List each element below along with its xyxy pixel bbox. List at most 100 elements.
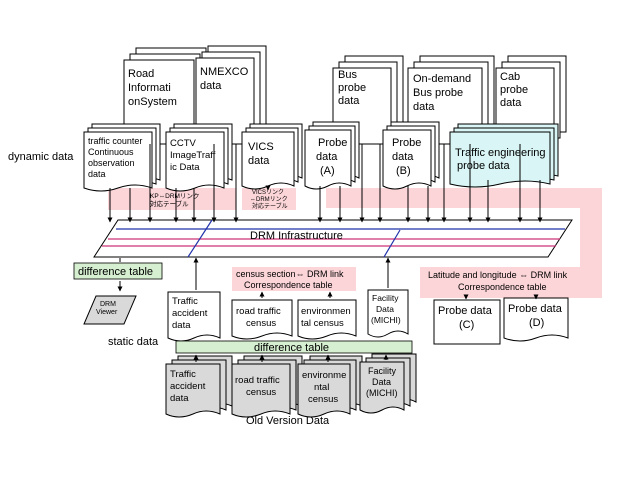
drm-viewer-line-1: DRM (100, 301, 116, 308)
svg-text:Probe data(D): Probe data(D) (508, 303, 563, 329)
traffic-counter-line-3: observation (88, 158, 135, 168)
probe-d-line-1: Probe data (508, 303, 563, 315)
ondemand-line-3: data (413, 101, 435, 113)
nmexco-line-1: NMEXCO (200, 66, 249, 78)
bus-probe-line-1: Bus (338, 69, 357, 81)
kp-table-line-1: KP⇔DRMリンク (150, 192, 199, 200)
static-accident-line-1: Traffic (172, 296, 198, 307)
traffic-counter-line-4: data (88, 169, 106, 179)
diff-table-bottom-label: difference table (254, 342, 329, 354)
latlon-corr-line-1: Latitude and longitude ⇔ DRM link (428, 270, 568, 280)
census-corr-line-2: Correspondence table (244, 280, 333, 290)
old-env-census-line-1: environme (302, 370, 346, 381)
cctv-line-2: ImageTraff (170, 150, 216, 161)
old-env-census-line-2: ntal (314, 382, 329, 393)
static-facility-line-2: Data (376, 304, 394, 314)
probe-a-line-2: data (316, 151, 338, 163)
static-road-census-line-2: census (246, 318, 276, 329)
vics-table-line-3: 対応テーブル (252, 202, 288, 210)
traffic-eng-line-1: Traffic engineering (455, 147, 546, 159)
static-data-label: static data (108, 336, 159, 348)
old-accident-line-2: accident (170, 381, 206, 392)
old-facility-line-1: Facility (368, 366, 397, 376)
vics-table-line-2: ⇔DRMリンク (250, 196, 288, 203)
probe-b-line-1: Probe (392, 137, 421, 149)
vics-table-line-1: VICSリンク (252, 189, 284, 196)
probe-c-line-2: (C) (459, 319, 474, 331)
nmexco-line-2: data (200, 80, 222, 92)
drm-infrastructure-label: DRM Infrastructure (250, 230, 343, 242)
latlon-corr-line-2: Correspondence table (458, 282, 547, 292)
cab-probe-line-2: probe (500, 84, 528, 96)
diff-table-bottom-box (175, 340, 413, 354)
drm-infrastructure: DRM Infrastructure (93, 219, 573, 258)
old-facility-line-2: Data (372, 377, 391, 387)
static-facility-line-1: Facility (372, 293, 399, 303)
old-env-census-line-3: census (308, 394, 338, 405)
latlon-corr-band (420, 267, 602, 298)
cctv-line-3: ic Data (170, 162, 200, 173)
road-info-line-1: Road (128, 68, 154, 80)
traffic-eng-line-2: probe data (457, 160, 510, 172)
probe-b-line-3: (B) (396, 165, 411, 177)
bus-probe-line-2: probe (338, 82, 366, 94)
vics-band (242, 188, 296, 210)
svg-text:Probe data(C): Probe data(C) (438, 305, 493, 331)
static-accident-line-2: accident (172, 308, 208, 319)
road-info-line-2: Informati (128, 82, 171, 94)
old-road-census-line-1: road traffic (235, 375, 280, 386)
dynamic-arrows (107, 144, 543, 223)
old-accident-line-3: data (170, 393, 189, 404)
kp-band (108, 188, 236, 210)
doc-probe-b-stack: Probe data (B) (382, 121, 440, 190)
old-version-label: Old Version Data (246, 415, 330, 427)
static-env-census-line-2: tal census (301, 318, 344, 329)
traffic-counter-line-2: Continuous (88, 147, 134, 157)
svg-text:Latitude and longitude ⇔ DRM l: Latitude and longitude ⇔ DRM linkCorresp… (428, 270, 568, 292)
vics-line-1: VICS (248, 141, 274, 153)
road-info-line-3: onSystem (128, 96, 177, 108)
static-env-census-line-1: environmen (301, 306, 351, 317)
right-band-top (326, 188, 602, 208)
static-facility-line-3: (MICHI) (371, 315, 401, 325)
old-facility-line-3: (MICHI) (366, 388, 398, 398)
kp-table-line-2: 対応テーブル (150, 199, 189, 208)
old-road-census-line-2: census (246, 387, 276, 398)
svg-text:KP⇔DRMリンク対応テーブル: KP⇔DRMリンク対応テーブル (150, 192, 199, 208)
svg-text:VICSリンク⇔DRMリンク対応テーブル: VICSリンク⇔DRMリンク対応テーブル (250, 189, 288, 210)
static-road-census-line-1: road traffic (236, 306, 281, 317)
cab-probe-line-1: Cab (500, 71, 520, 83)
probe-b-line-2: data (392, 151, 414, 163)
pink-bands (108, 188, 602, 298)
bus-probe-line-3: data (338, 95, 360, 107)
probe-a-line-1: Probe (318, 137, 347, 149)
dynamic-data-label: dynamic data (8, 151, 74, 163)
traffic-counter-line-1: traffic counter (88, 136, 142, 146)
doc-probe-d: Probe data(D) (503, 297, 569, 342)
